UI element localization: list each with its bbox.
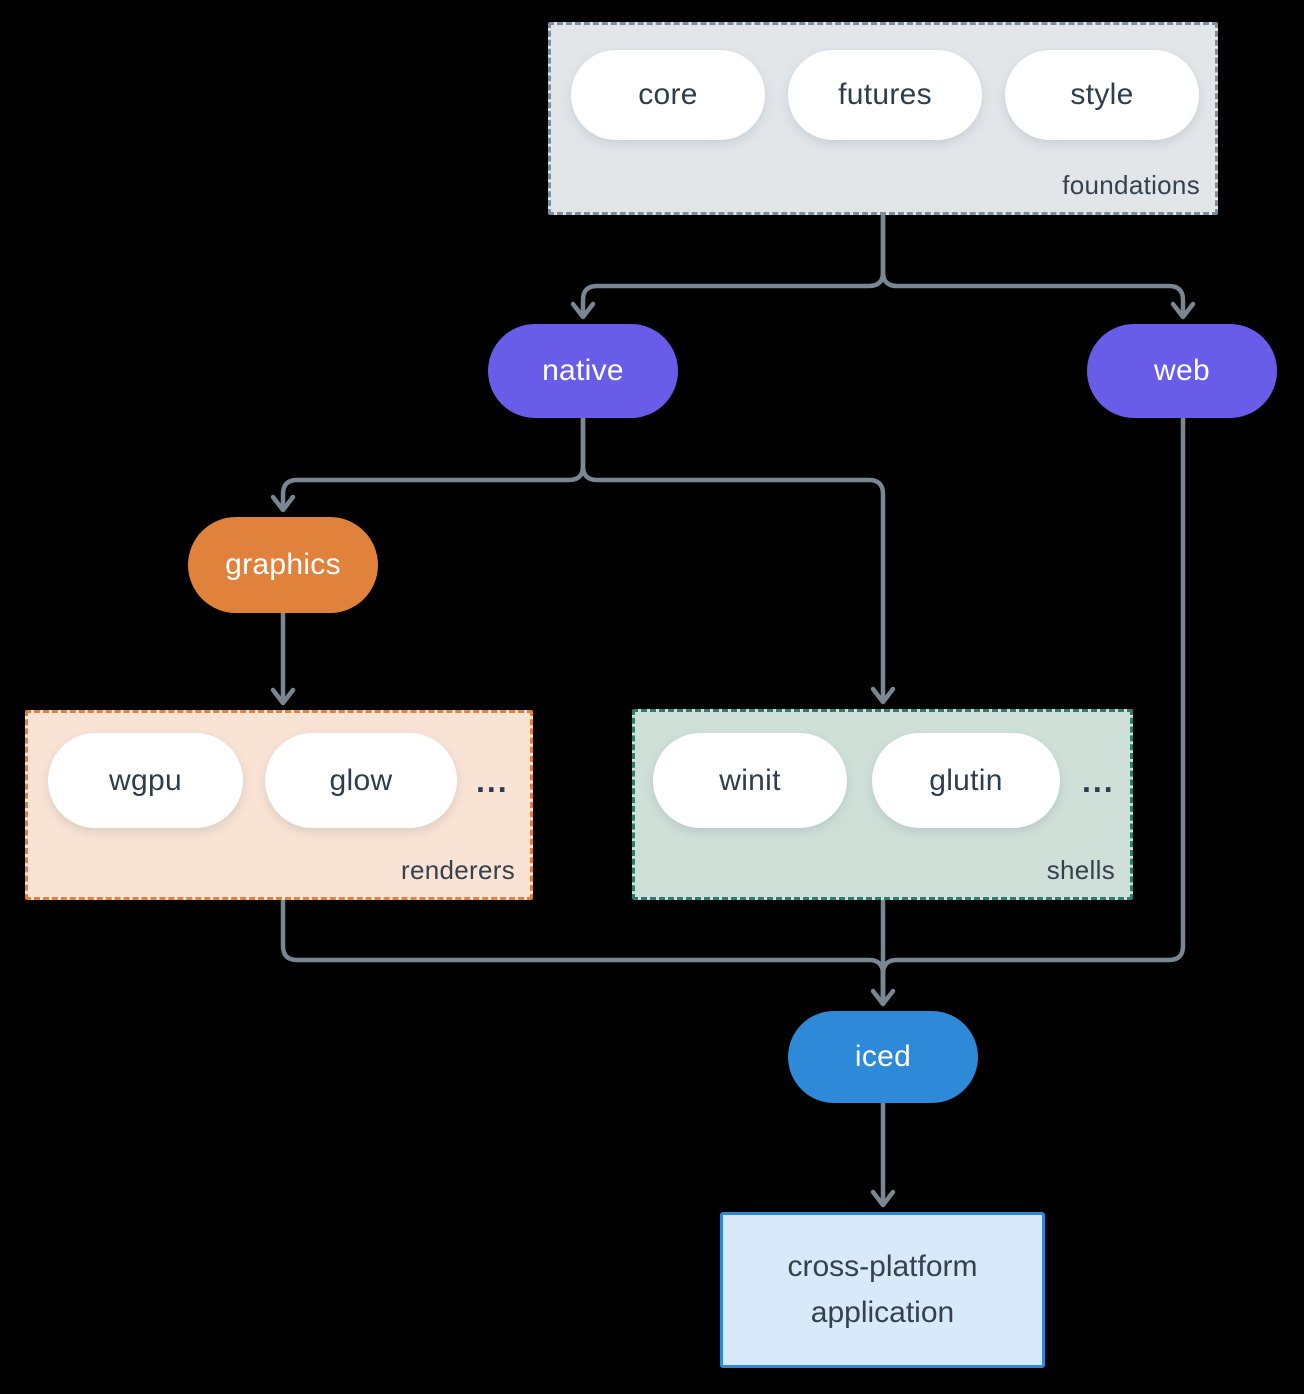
edge-native-graphics	[280, 415, 586, 509]
foundations-group: core futures style foundations	[548, 22, 1218, 215]
pill-winit: winit	[653, 733, 847, 828]
node-iced: iced	[788, 1011, 978, 1103]
shells-label: shells	[1046, 855, 1115, 885]
renderers-ellipsis: ...	[476, 763, 509, 799]
edge-native-shells	[580, 415, 886, 701]
pill-style: style	[1005, 50, 1199, 140]
node-graphics: graphics	[188, 517, 378, 613]
application-label: cross-platform application	[787, 1250, 978, 1329]
edge-foundations-native	[580, 212, 886, 316]
pill-glow: glow	[265, 733, 457, 828]
arrowhead-icon	[1170, 301, 1196, 320]
pill-futures: futures	[788, 50, 982, 140]
renderers-label: renderers	[401, 855, 515, 885]
shells-ellipsis: ...	[1082, 763, 1115, 799]
node-native: native	[488, 324, 678, 418]
edge-foundations-web	[880, 212, 1186, 316]
shells-group: winit glutin ... shells	[632, 709, 1133, 900]
node-web: web	[1087, 324, 1277, 418]
arrowhead-icon	[270, 494, 296, 513]
arrowhead-icon	[870, 1189, 896, 1208]
renderers-group: wgpu glow ... renderers	[25, 710, 533, 900]
arrowhead-icon	[570, 301, 596, 320]
arrowhead-icon	[870, 686, 896, 705]
pill-wgpu: wgpu	[48, 733, 243, 828]
application-box: cross-platform application	[720, 1212, 1045, 1368]
arrowhead-icon	[270, 687, 296, 706]
edge-renderers-iced	[280, 897, 886, 1003]
foundations-label: foundations	[1062, 170, 1200, 200]
pill-glutin: glutin	[872, 733, 1060, 828]
arrowhead-icon	[870, 988, 896, 1007]
pill-core: core	[571, 50, 765, 140]
